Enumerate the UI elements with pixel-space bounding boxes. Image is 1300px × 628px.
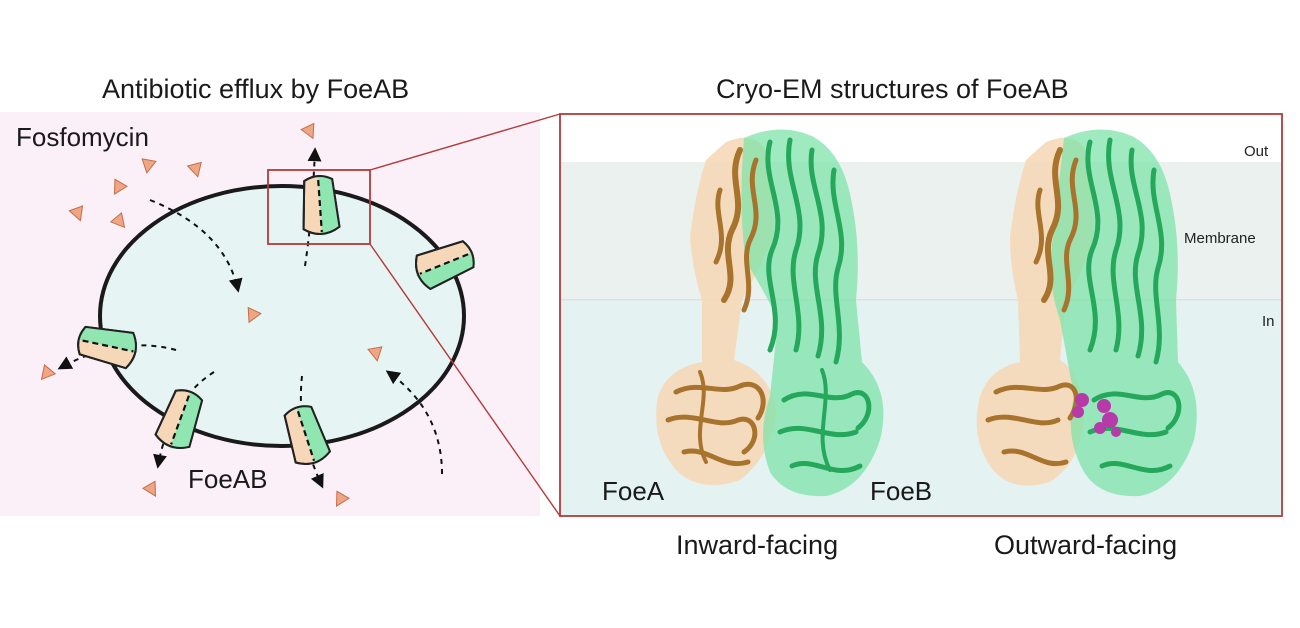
foeb-ribbon-inward — [765, 137, 872, 473]
structure-frame — [559, 113, 1283, 517]
left-panel-title: Antibiotic efflux by FoeAB — [102, 74, 409, 104]
bacterial-cell — [98, 184, 466, 448]
foeb-label: FoeB — [870, 476, 932, 506]
right-panel-title: Cryo-EM structures of FoeAB — [716, 74, 1069, 104]
region-label-membrane: Membrane — [1184, 230, 1256, 247]
inward-facing-structure — [656, 129, 884, 497]
import-arrow-right — [385, 370, 443, 475]
foea-ribbon-inward — [665, 147, 766, 467]
zoom-box — [267, 169, 371, 245]
outward-facing-structure — [976, 129, 1197, 497]
outward-facing-label: Outward-facing — [994, 530, 1177, 560]
import-arrow-top — [149, 199, 243, 293]
efflux-arrow-left — [57, 344, 177, 370]
region-label-in: In — [1262, 313, 1275, 330]
zoom-line-bottom — [369, 243, 561, 517]
zoom-line-top — [369, 113, 561, 171]
foeab-label: FoeAB — [188, 464, 268, 494]
left-panel: Antibiotic efflux by FoeAB Fosfomycin Fo… — [0, 74, 561, 517]
right-panel: Cryo-EM structures of FoeAB Out Membrane… — [559, 74, 1283, 560]
fosfomycin-label: Fosfomycin — [16, 122, 149, 152]
inward-facing-label: Inward-facing — [676, 530, 838, 560]
region-label-out: Out — [1244, 143, 1269, 160]
bound-ligand — [1072, 393, 1121, 437]
foea-label: FoeA — [602, 476, 665, 506]
